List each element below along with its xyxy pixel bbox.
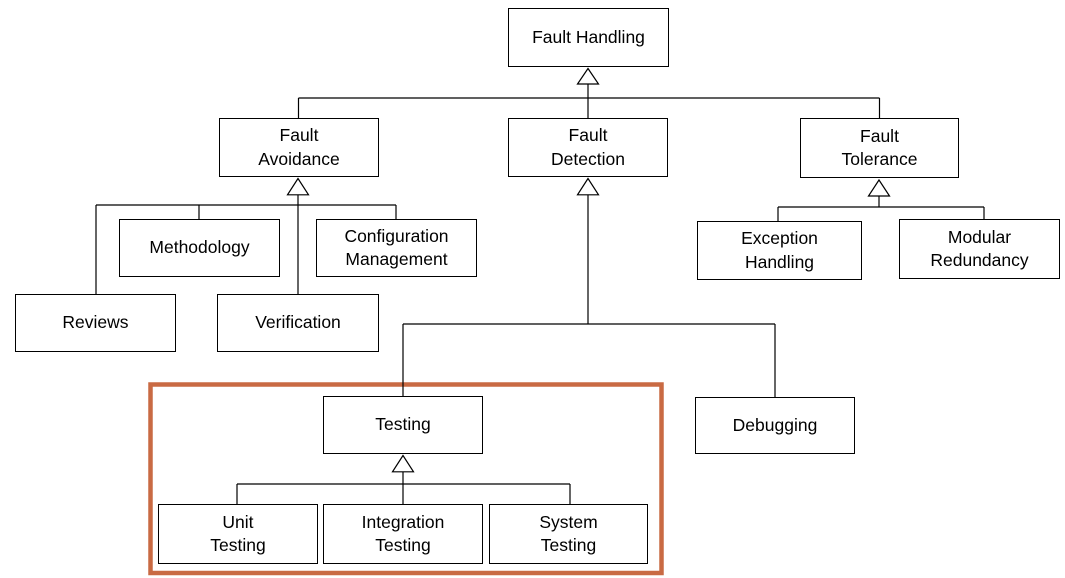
triangle-icon-fault-avoidance — [286, 177, 310, 196]
triangle-icon-fault-detection — [576, 177, 600, 196]
node-reviews: Reviews — [15, 294, 176, 352]
node-debugging: Debugging — [695, 397, 855, 454]
node-testing: Testing — [323, 396, 483, 454]
node-exception-handling: Exception Handling — [697, 221, 862, 280]
node-configuration-management: Configuration Management — [316, 219, 477, 277]
node-fault-avoidance: Fault Avoidance — [219, 118, 379, 177]
node-fault-tolerance: Fault Tolerance — [800, 118, 959, 178]
connector-lines — [95, 84, 985, 504]
triangle-icon-testing — [391, 454, 415, 473]
node-system-testing: System Testing — [489, 504, 648, 564]
node-fault-detection: Fault Detection — [508, 118, 668, 177]
edge-testing-children — [236, 472, 571, 504]
node-integration-testing: Integration Testing — [323, 504, 483, 564]
edge-fault-handling-children — [297, 84, 881, 118]
node-fault-handling: Fault Handling — [508, 8, 669, 67]
node-unit-testing: Unit Testing — [158, 504, 318, 564]
triangle-icon-fault-tolerance — [867, 178, 891, 197]
node-methodology: Methodology — [119, 219, 280, 277]
generalization-arrowheads — [286, 67, 891, 473]
node-verification: Verification — [217, 294, 379, 352]
edge-fault-tolerance-children — [777, 196, 985, 221]
triangle-icon-fault-handling — [576, 67, 600, 85]
edge-fault-avoidance-children — [95, 195, 397, 294]
testing-subtree-highlight-box — [148, 382, 664, 576]
edge-fault-detection-children — [402, 195, 776, 397]
node-modular-redundancy: Modular Redundancy — [899, 219, 1060, 279]
